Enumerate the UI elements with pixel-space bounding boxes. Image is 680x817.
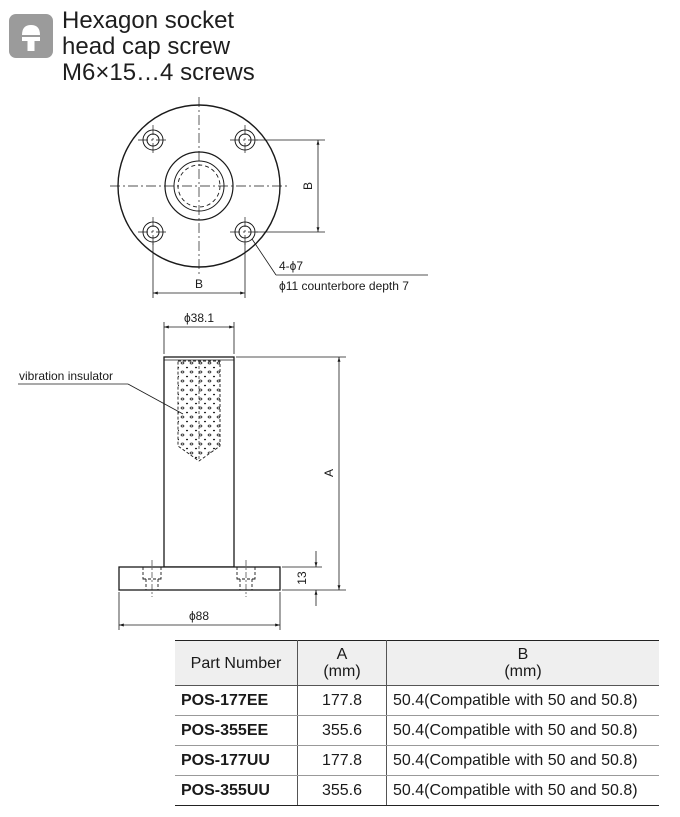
- header-title: Hexagon socket head cap screw M6×15…4 sc…: [62, 8, 382, 86]
- insulator-leader: [18, 383, 184, 415]
- dim-a: [236, 356, 346, 591]
- table-header-row: Part Number A (mm) B (mm): [175, 640, 659, 686]
- col-header-a-name: A: [336, 646, 348, 663]
- col-header-b: B (mm): [386, 640, 659, 686]
- spec-table: Part Number A (mm) B (mm) POS-177EE 177.…: [175, 640, 659, 806]
- col-header-part: Part Number: [175, 640, 298, 686]
- cell-part-number: POS-177EE: [175, 685, 298, 716]
- dim-b-horizontal: [152, 243, 246, 298]
- dim-b-vertical: [256, 139, 325, 233]
- dim-base-thickness: [282, 551, 322, 606]
- post-inner-circle: [173, 160, 225, 212]
- header-line-2: head cap screw: [62, 33, 231, 60]
- dim-a-label: A: [322, 469, 336, 477]
- side-view: [18, 322, 346, 630]
- cell-part-number: POS-355EE: [175, 715, 298, 746]
- cell-b: 50.4(Compatible with 50 and 50.8): [386, 745, 659, 776]
- header-line-3: M6×15…4 screws: [62, 59, 255, 86]
- hole-callout-label: 4-ϕ7: [279, 259, 303, 273]
- header-line-1: Hexagon socket: [62, 7, 235, 34]
- table-row: POS-355UU 355.6 50.4(Compatible with 50 …: [175, 775, 659, 806]
- counterbore-hole-left: [142, 567, 162, 590]
- table-row: POS-355EE 355.6 50.4(Compatible with 50 …: [175, 715, 659, 746]
- table-row: POS-177EE 177.8 50.4(Compatible with 50 …: [175, 685, 659, 716]
- dim-b-vertical-label: B: [301, 182, 315, 190]
- counterbore-hole-right: [236, 567, 256, 590]
- center-lines: [110, 97, 288, 275]
- cell-a: 355.6: [297, 775, 387, 806]
- cell-b: 50.4(Compatible with 50 and 50.8): [386, 685, 659, 716]
- counterbore-callout-label: ϕ11 counterbore depth 7: [279, 279, 409, 293]
- col-header-b-name: B: [517, 646, 529, 663]
- dim-base-diameter: [118, 592, 281, 630]
- dim-diameter-top-label: ϕ38.1: [184, 311, 214, 325]
- dim-diameter-top: [163, 322, 235, 354]
- col-header-a-unit: (mm): [323, 663, 361, 680]
- cell-a: 177.8: [297, 745, 387, 776]
- hex-socket-screw-icon: [9, 14, 53, 58]
- cell-part-number: POS-355UU: [175, 775, 298, 806]
- cell-part-number: POS-177UU: [175, 745, 298, 776]
- insulator-label: vibration insulator: [19, 369, 113, 383]
- hole-callout-leader: [251, 238, 428, 276]
- col-header-a: A (mm): [297, 640, 387, 686]
- dim-base-thickness-label: 13: [295, 571, 309, 585]
- dim-base-diameter-label: ϕ88: [189, 609, 209, 623]
- col-header-b-unit: (mm): [504, 663, 542, 680]
- cell-b: 50.4(Compatible with 50 and 50.8): [386, 715, 659, 746]
- cell-b: 50.4(Compatible with 50 and 50.8): [386, 775, 659, 806]
- top-view: [110, 97, 428, 298]
- technical-drawing: B B 4-ϕ7 ϕ11 counterbore depth 7: [18, 97, 428, 630]
- dim-b-horizontal-label: B: [195, 277, 203, 291]
- cell-a: 355.6: [297, 715, 387, 746]
- cell-a: 177.8: [297, 685, 387, 716]
- table-row: POS-177UU 177.8 50.4(Compatible with 50 …: [175, 745, 659, 776]
